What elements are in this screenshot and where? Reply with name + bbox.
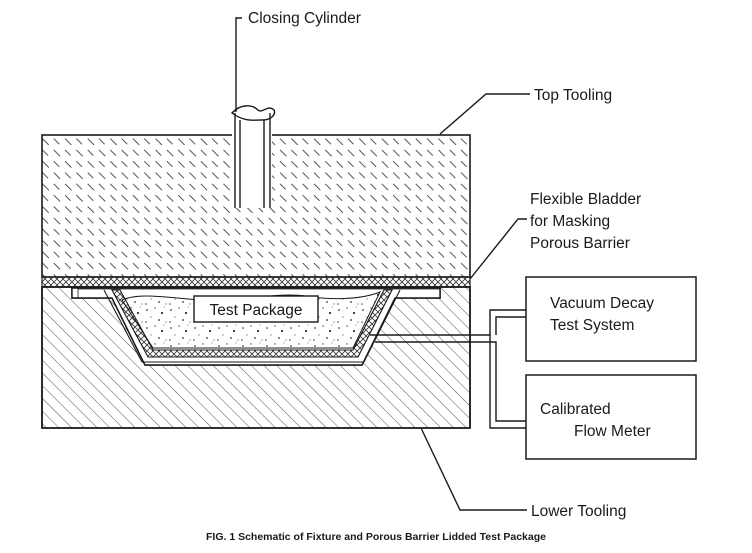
lower-tooling-label: Lower Tooling [531, 503, 626, 520]
flow-meter-text-line1: Calibrated [540, 401, 611, 418]
flexible-bladder-label-line3: Porous Barrier [530, 235, 630, 252]
flexible-bladder-label-line2: for Masking [530, 213, 610, 230]
flexible-bladder [41, 276, 471, 288]
top-tooling-label: Top Tooling [534, 87, 612, 104]
connection-tubing [370, 309, 526, 429]
flow-meter-box: Calibrated Flow Meter [525, 374, 697, 460]
vacuum-decay-box: Vacuum Decay Test System [525, 276, 697, 362]
vacuum-decay-text-line1: Vacuum Decay [550, 295, 654, 312]
test-package-text: Test Package [209, 302, 302, 319]
figure-caption: FIG. 1 Schematic of Fixture and Porous B… [206, 531, 546, 543]
closing-cylinder-rod [230, 105, 276, 208]
flexible-bladder-label-line1: Flexible Bladder [530, 191, 641, 208]
test-package-label: Test Package [193, 295, 319, 323]
vacuum-decay-text-line2: Test System [550, 317, 634, 334]
flow-meter-text-line2: Flow Meter [574, 423, 651, 440]
leader-lines [235, 17, 530, 511]
closing-cylinder-label: Closing Cylinder [248, 10, 361, 27]
